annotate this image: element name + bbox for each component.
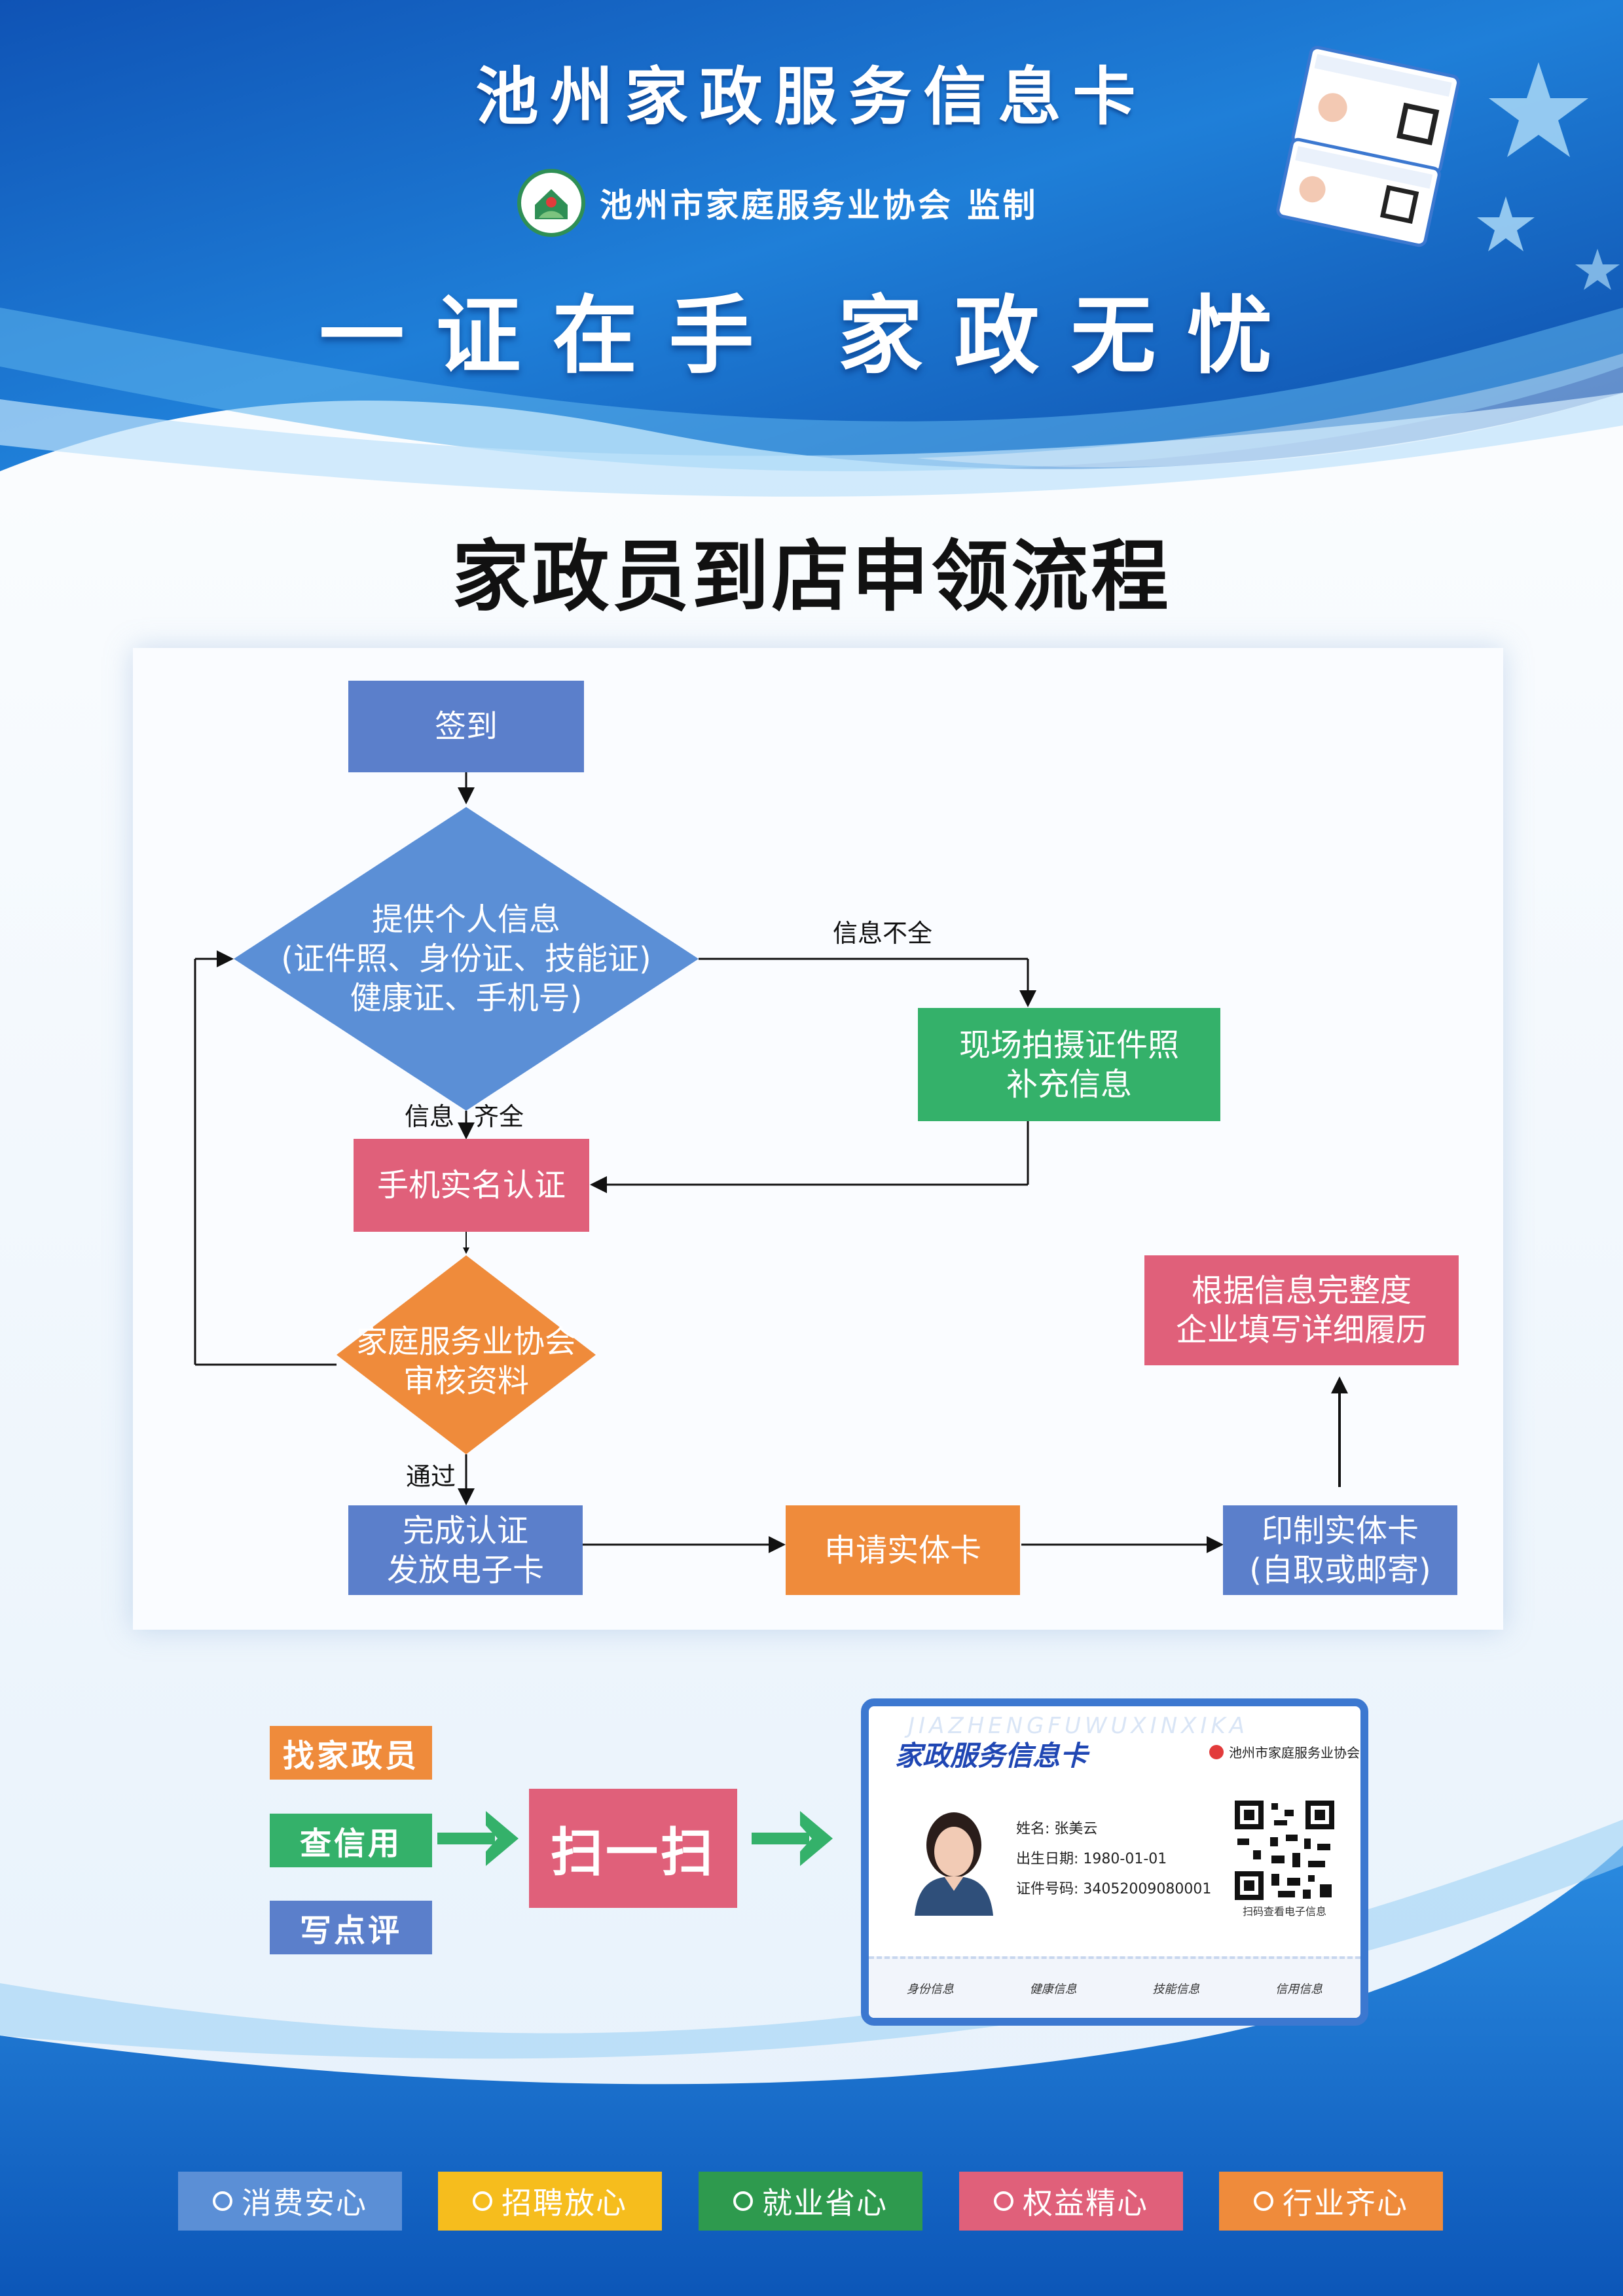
print-card-box: 印制实体卡 (自取或邮寄) — [1223, 1505, 1457, 1595]
tag-rights-label: 权益精心 — [1023, 2185, 1148, 2221]
resume-line1: 根据信息完整度 — [1191, 1272, 1412, 1309]
tag-employment-label: 就业省心 — [762, 2185, 888, 2221]
apply-card-box: 申请实体卡 — [786, 1505, 1020, 1595]
tag-employment: 就业省心 — [699, 2172, 922, 2231]
sample-info-card: JIAZHENGFUWUXINXIKA 家政服务信息卡 池州市家庭服务业协会 姓… — [861, 1698, 1368, 2026]
provide-info-diamond — [234, 807, 699, 1111]
card-title: 家政服务信息卡 — [895, 1740, 1088, 1772]
provide-info-line3: 健康证、手机号) — [350, 980, 583, 1016]
onsite-photo-line2: 补充信息 — [1006, 1066, 1132, 1103]
arrow-right-icon — [437, 1811, 519, 1866]
slogan-part1: 一证在手 — [319, 285, 786, 386]
arrow-right-icon-2 — [752, 1811, 833, 1866]
card-birth: 出生日期: 1980-01-01 — [1016, 1851, 1167, 1867]
resume-box: 根据信息完整度 企业填写详细履历 — [1144, 1255, 1459, 1365]
provide-info-line1: 提供个人信息 — [371, 901, 560, 938]
write-review-chip: 写点评 — [270, 1901, 432, 1954]
provide-info-text: 提供个人信息 (证件照、身份证、技能证) 健康证、手机号) — [262, 897, 670, 1021]
card-name: 姓名: 张美云 — [1016, 1821, 1098, 1837]
complete-label-a: 信息 — [405, 1102, 455, 1131]
onsite-photo-line1: 现场拍摄证件照 — [958, 1026, 1179, 1064]
resume-line2: 企业填写详细履历 — [1175, 1312, 1427, 1348]
circle-icon — [473, 2191, 492, 2211]
circle-icon — [1254, 2191, 1273, 2211]
card-foot-health: 健康信息 — [1029, 1982, 1077, 1996]
print-line2: (自取或邮寄) — [1249, 1551, 1431, 1588]
incomplete-label: 信息不全 — [833, 919, 933, 948]
done-line2: 发放电子卡 — [386, 1551, 544, 1588]
review-line2: 审核资料 — [403, 1363, 529, 1399]
header-title: 池州家政服务信息卡 — [475, 60, 1148, 134]
card-foot-identity: 身份信息 — [906, 1982, 954, 1996]
review-text: 家庭服务业协会 审核资料 — [347, 1322, 585, 1401]
slogan: 一证在手家政无忧 — [0, 267, 1623, 390]
circle-icon — [733, 2191, 753, 2211]
done-box: 完成认证 发放电子卡 — [348, 1505, 583, 1595]
tag-industry-label: 行业齐心 — [1283, 2185, 1408, 2221]
scan-box: 扫一扫 — [529, 1789, 737, 1908]
done-line1: 完成认证 — [402, 1512, 528, 1549]
house-logo-icon — [535, 189, 568, 219]
card-org: 池州市家庭服务业协会 — [1229, 1745, 1360, 1761]
card-footer: 身份信息 健康信息 技能信息 信用信息 — [869, 1956, 1360, 2018]
card-info: 姓名: 张美云 出生日期: 1980-01-01 证件号码: 340520090… — [1016, 1814, 1211, 1905]
tag-industry: 行业齐心 — [1219, 2172, 1443, 2231]
review-diamond — [337, 1255, 596, 1454]
complete-label-b: 齐全 — [474, 1102, 524, 1131]
org-name: 池州市家庭服务业协会 监制 — [600, 186, 1038, 224]
association-logo — [517, 169, 585, 237]
realname-auth-box: 手机实名认证 — [354, 1139, 589, 1232]
provide-info-line2: (证件照、身份证、技能证) — [281, 941, 651, 977]
sign-in-box: 签到 — [348, 681, 584, 772]
card-foot-credit: 信用信息 — [1275, 1982, 1323, 1996]
tag-consumer: 消费安心 — [178, 2172, 402, 2231]
circle-icon — [213, 2191, 232, 2211]
qr-code — [1232, 1798, 1337, 1903]
tag-hiring-label: 招聘放心 — [501, 2185, 627, 2221]
tag-consumer-label: 消费安心 — [242, 2185, 367, 2221]
slogan-part2: 家政无忧 — [837, 285, 1304, 386]
portrait-photo — [908, 1804, 1000, 1916]
card-logo-icon — [1209, 1744, 1224, 1759]
tag-hiring: 招聘放心 — [438, 2172, 662, 2231]
page-title: 家政员到店申领流程 — [452, 531, 1171, 622]
card-watermark: JIAZHENGFUWUXINXIKA — [908, 1713, 1249, 1739]
find-helper-chip: 找家政员 — [270, 1726, 432, 1780]
print-line1: 印制实体卡 — [1261, 1512, 1419, 1549]
onsite-photo-box: 现场拍摄证件照 补充信息 — [918, 1008, 1220, 1121]
circle-icon — [994, 2191, 1013, 2211]
card-org-row: 池州市家庭服务业协会 — [1209, 1742, 1360, 1761]
review-line1: 家庭服务业协会 — [356, 1323, 576, 1360]
pass-label: 通过 — [406, 1462, 456, 1491]
card-foot-skill: 技能信息 — [1152, 1982, 1200, 1996]
check-credit-chip: 查信用 — [270, 1814, 432, 1867]
tag-rights: 权益精心 — [959, 2172, 1183, 2231]
card-id: 证件号码: 34052009080001 — [1016, 1881, 1212, 1897]
org-row: 池州市家庭服务业协会 监制 — [517, 167, 1038, 239]
qr-caption: 扫码查看电子信息 — [1242, 1905, 1326, 1918]
